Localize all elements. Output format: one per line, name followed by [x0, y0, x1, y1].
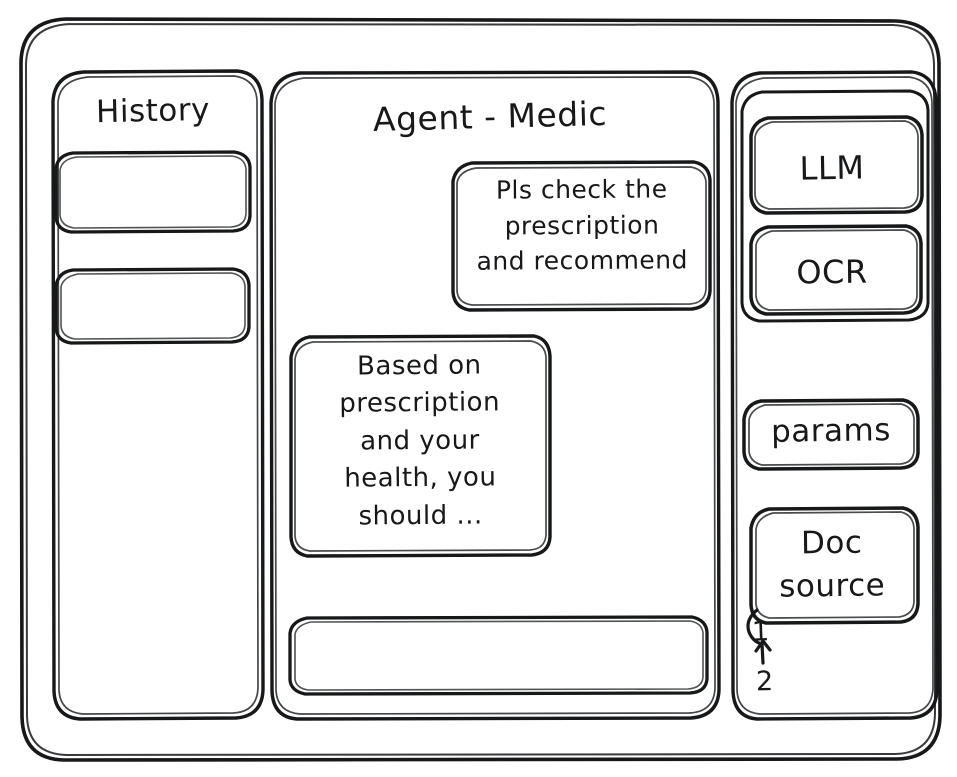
doc-source-item-1[interactable]: 1 [751, 616, 771, 648]
doc-source-label: Doc source [779, 524, 886, 605]
composer-input[interactable] [290, 617, 708, 695]
agent-message-text: Based on prescription and your health, y… [339, 350, 501, 532]
history-panel-title: History [95, 91, 211, 131]
doc-source-item-2[interactable]: 2 [755, 666, 774, 698]
ocr-tool-label: OCR [796, 252, 868, 292]
history-item[interactable] [56, 152, 251, 233]
params-button-label: params [770, 412, 892, 450]
llm-tool-label: LLM [799, 148, 865, 188]
user-message-text: Pls check the prescription and recommend [476, 174, 689, 276]
history-item[interactable] [56, 269, 250, 344]
